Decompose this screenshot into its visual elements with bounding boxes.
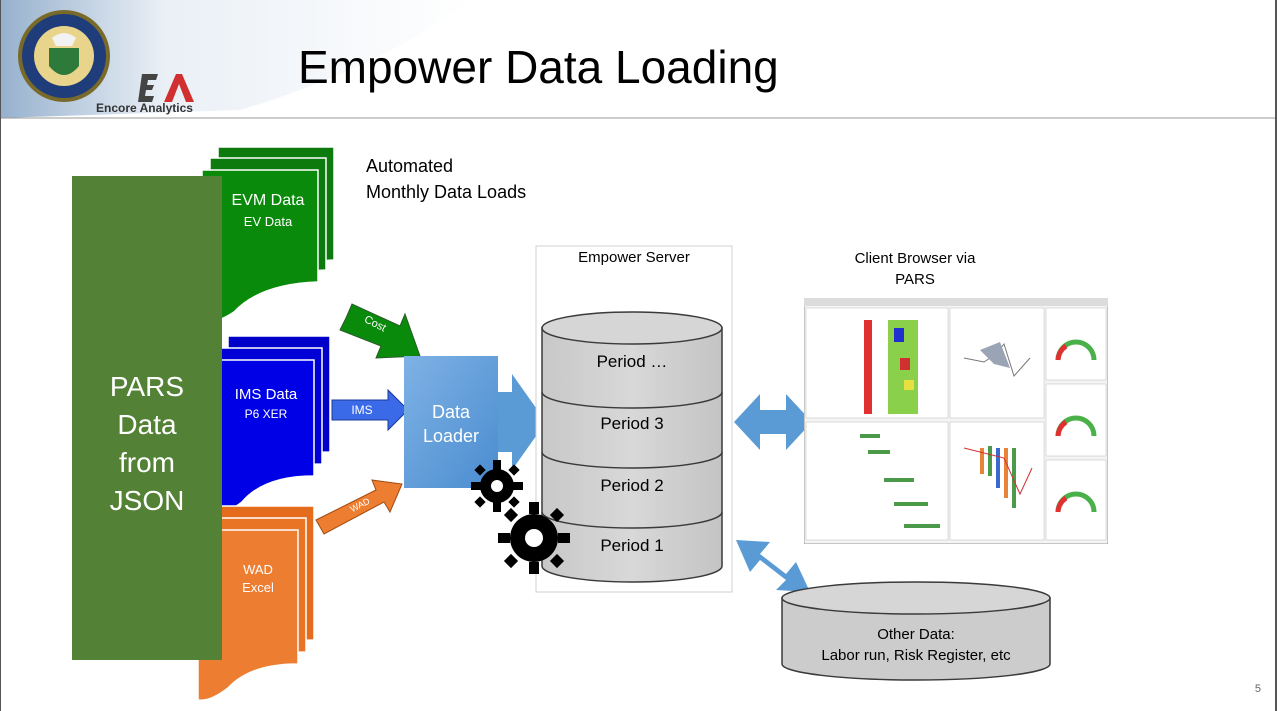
wad-data-subtitle: Excel — [242, 580, 274, 595]
gear-icon — [471, 460, 523, 512]
client-browser-line2: PARS — [895, 271, 935, 288]
data-loader-box — [404, 356, 498, 488]
period-label: Period 3 — [600, 414, 664, 433]
pars-label-line: PARS — [109, 371, 185, 402]
page-number: 5 — [1254, 683, 1261, 695]
doe-seal-logo — [18, 10, 110, 102]
period-label: Period 1 — [600, 536, 664, 555]
wad-arrow — [315, 479, 403, 535]
ims-data-title: IMS Data — [234, 386, 298, 403]
pars-label-line: from — [119, 447, 175, 478]
logo-text: Encore Analytics — [96, 101, 193, 115]
server-client-double-arrow — [734, 394, 812, 450]
automated-label-line2: Monthly Data Loads — [366, 182, 527, 202]
other-data-line1: Other Data: — [877, 626, 955, 643]
other-data-cylinder — [781, 581, 1051, 681]
other-data-label: Other Data: Labor run, Risk Register, et… — [782, 624, 1050, 666]
data-loader-label: Data Loader — [404, 400, 498, 448]
client-browser-line1: Client Browser via — [854, 250, 976, 267]
evm-data-subtitle: EV Data — [243, 214, 293, 229]
ims-arrow-label: IMS — [351, 403, 373, 417]
server-cylinder — [541, 311, 723, 583]
pars-label-line: JSON — [109, 485, 185, 516]
pars-label-line: Data — [117, 409, 177, 440]
encore-analytics-logo — [138, 74, 194, 102]
loader-to-server-arrow — [498, 374, 546, 470]
ims-arrow — [331, 388, 409, 432]
gear-icon — [498, 502, 570, 574]
client-browser-label: Client Browser via PARS — [810, 248, 1020, 290]
slide-title: Empower Data Loading — [298, 41, 779, 93]
evm-data-title: EVM Data — [231, 192, 305, 209]
wad-data-title: WAD — [243, 562, 273, 577]
period-label: Period 2 — [600, 476, 664, 495]
data-loader-line2: Loader — [422, 426, 480, 446]
period-label: Period … — [596, 352, 668, 371]
pars-label: PARS Data from JSON — [72, 368, 222, 520]
ims-data-subtitle: P6 XER — [244, 407, 288, 421]
data-loader-line1: Data — [431, 402, 471, 422]
automated-label-line1: Automated — [366, 156, 454, 176]
client-dashboard-screenshot — [804, 298, 1108, 544]
server-otherdata-double-arrow — [736, 540, 810, 592]
empower-server-title: Empower Server — [578, 249, 690, 266]
other-data-line2: Labor run, Risk Register, etc — [821, 647, 1011, 664]
